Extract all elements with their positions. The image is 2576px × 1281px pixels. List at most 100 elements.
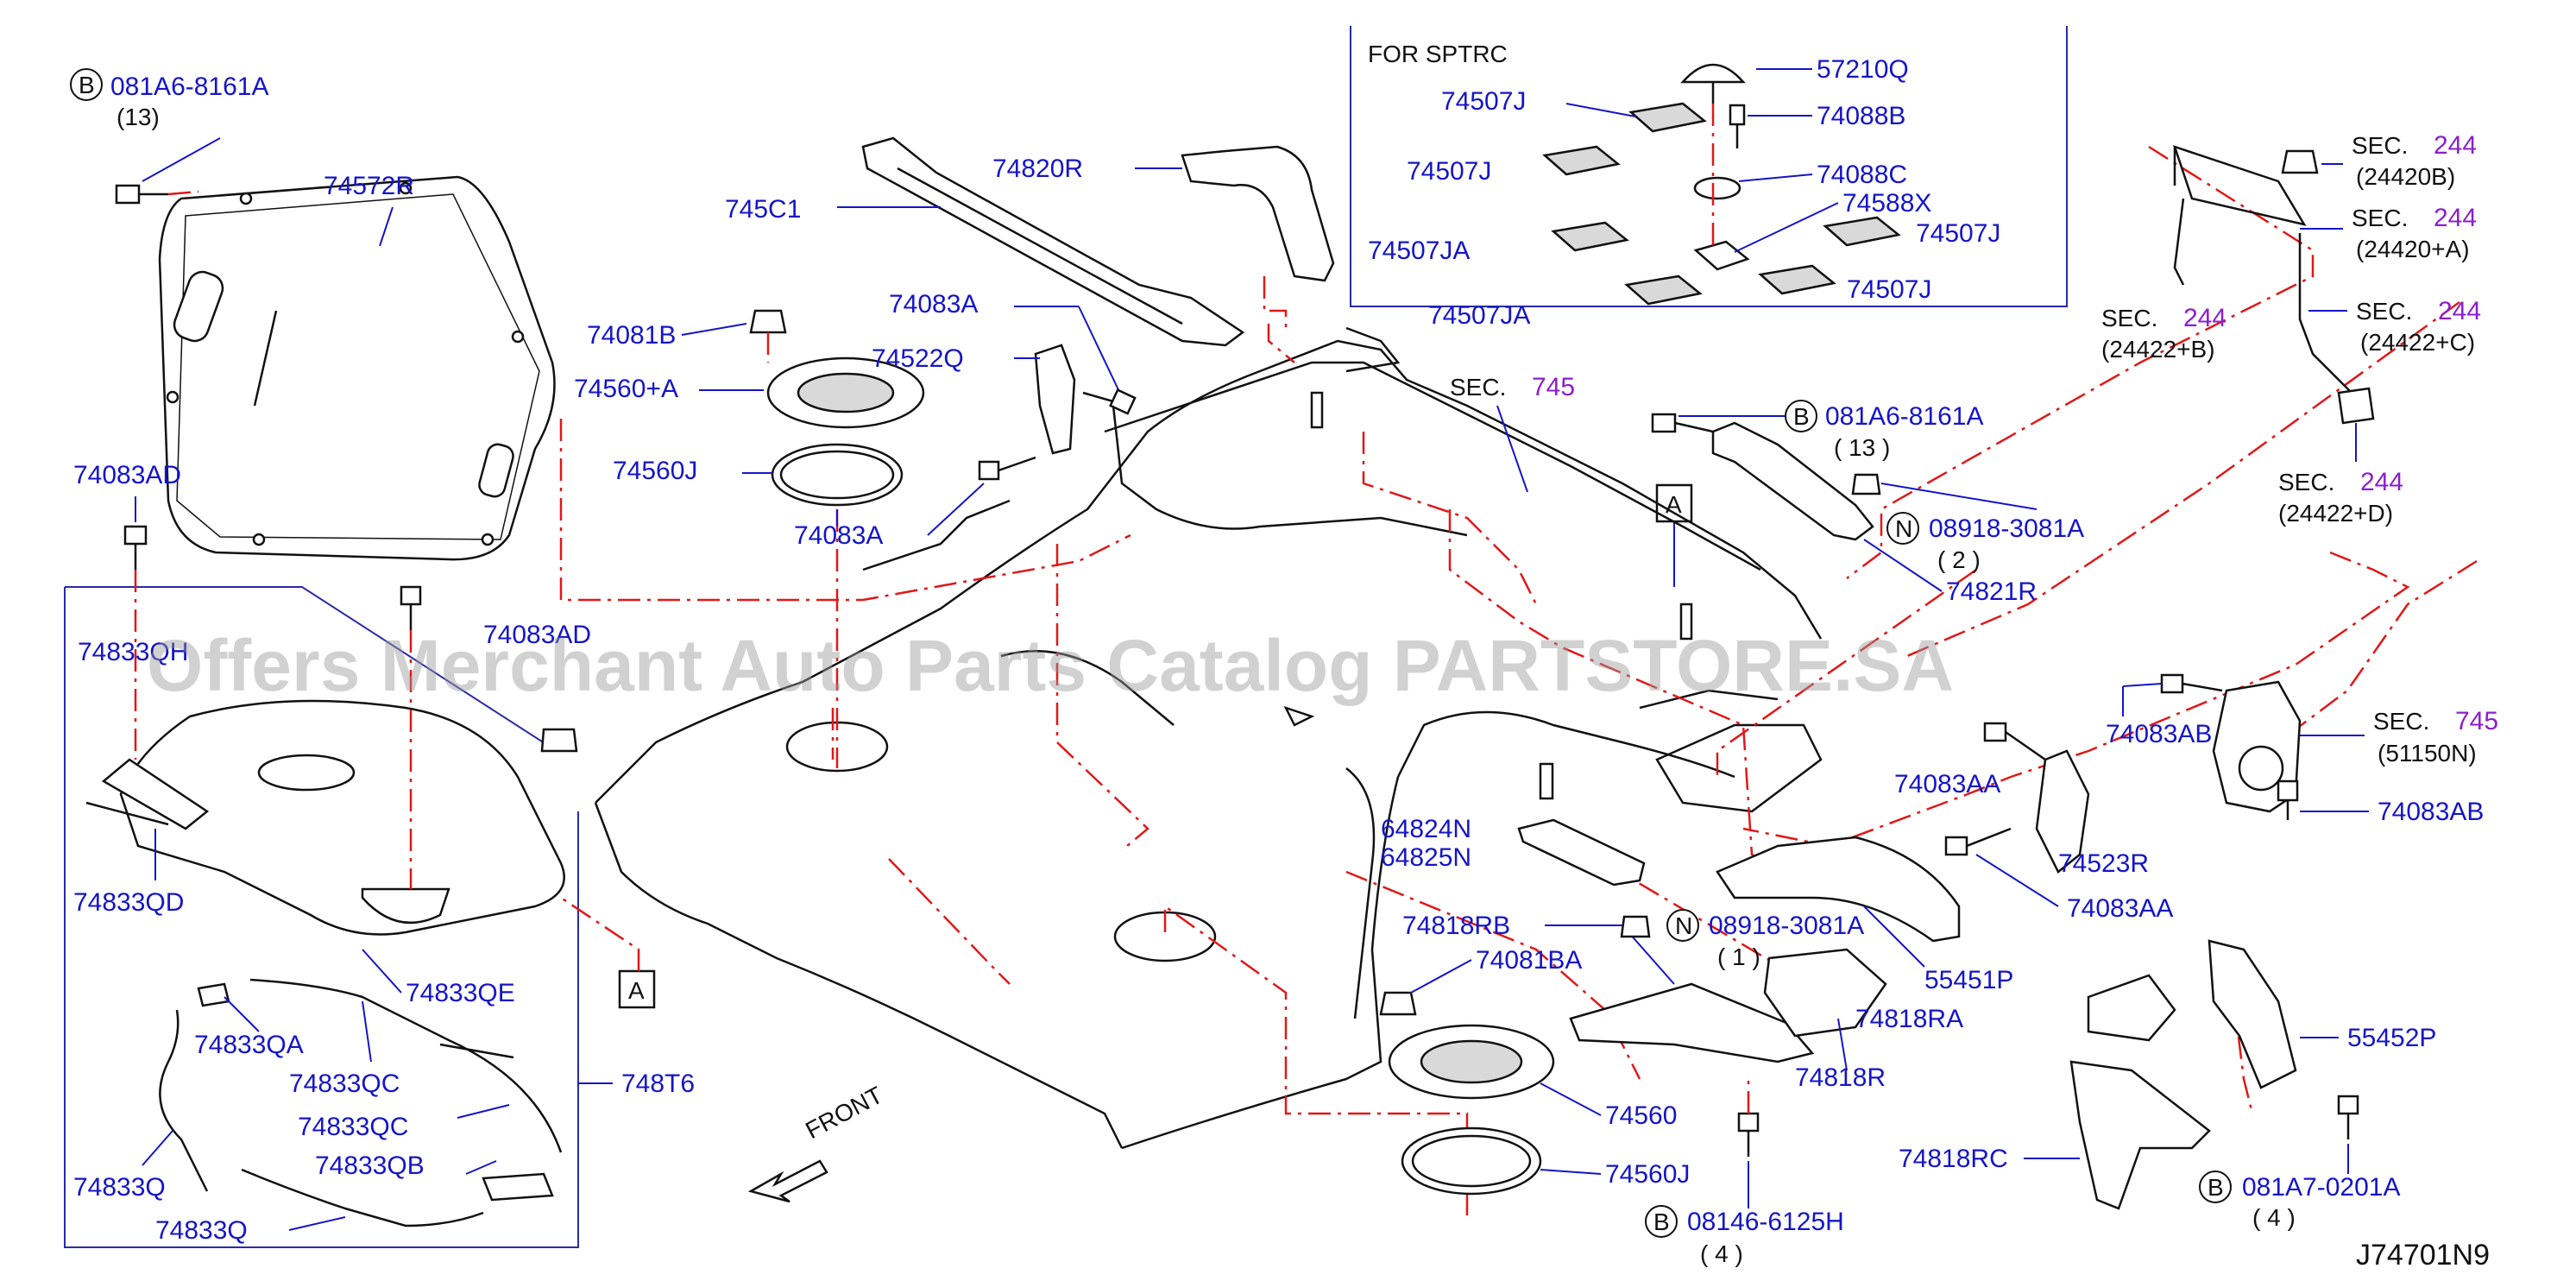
sec244-b-num: 244 xyxy=(2434,204,2477,232)
bracket-74523r xyxy=(2035,749,2090,874)
callout-a-left xyxy=(618,969,656,1009)
label-64824n: 64824N xyxy=(1381,815,1471,843)
label-74833qa: 74833QA xyxy=(194,1031,304,1059)
pad-74507j-4 xyxy=(1758,264,1836,295)
label-55452p: 55452P xyxy=(2347,1024,2436,1052)
nut-74081 xyxy=(540,728,578,753)
label-74523r: 74523R xyxy=(2058,849,2149,878)
qty-1: ( 1 ) xyxy=(1717,943,1760,970)
pad-74818r xyxy=(1763,948,1887,1038)
nut-74081b xyxy=(749,309,787,334)
bracket-74821r xyxy=(1711,421,1874,541)
qty-13-mid: ( 13 ) xyxy=(1834,434,1890,461)
bolt-74083aa-1 xyxy=(1983,722,2007,742)
label-74833q-1: 74833Q xyxy=(73,1173,166,1202)
label-74560: 74560 xyxy=(1605,1101,1677,1130)
label-74833qc-2: 74833QC xyxy=(298,1113,408,1141)
sec244-d-sub: (24422+C) xyxy=(2360,329,2475,356)
label-74083a-2: 74083A xyxy=(794,521,883,550)
bracket-74820r xyxy=(1181,145,1335,282)
label-74818ra: 74818RA xyxy=(1855,1005,1963,1033)
badge-b-mid-letter: B xyxy=(1793,403,1810,430)
label-081a6-8161a-mid: 081A6-8161A xyxy=(1825,402,1984,431)
label-74083ad-left: 74083AD xyxy=(73,461,181,489)
bar-745c1 xyxy=(861,136,1245,347)
sec244-e-num: 244 xyxy=(2360,468,2403,496)
bracket-74818rc xyxy=(2069,1060,2211,1210)
label-745c1: 745C1 xyxy=(725,195,801,224)
label-74522q: 74522Q xyxy=(872,344,964,373)
qty-2: ( 2 ) xyxy=(1937,546,1981,573)
label-74507ja-2: 74507JA xyxy=(1428,301,1530,330)
bolt-74083ab-2 xyxy=(2277,779,2299,802)
label-74560j-bottom: 74560J xyxy=(1605,1160,1690,1189)
sec244-e-prefix: SEC. xyxy=(2278,469,2334,495)
pad-74507ja-2 xyxy=(1624,274,1703,306)
sec244-b-prefix: SEC. xyxy=(2352,205,2408,231)
undercover-detail-box: 748T6 xyxy=(64,586,695,1248)
sec244-c-sub: (24422+B) xyxy=(2101,336,2215,363)
badge-b-bottom xyxy=(1645,1205,1678,1238)
undercover-74572r xyxy=(158,175,556,561)
bolt-081a6-8161a xyxy=(115,184,141,205)
pad-74507j-2 xyxy=(1542,145,1621,176)
label-748t6: 748T6 xyxy=(621,1070,695,1098)
label-74818rb: 74818RB xyxy=(1402,912,1510,940)
bracket-55452p xyxy=(2208,939,2297,1089)
plate-64824n xyxy=(1517,818,1646,887)
panel-74818rb xyxy=(1569,982,1815,1063)
sec745-right-num: 745 xyxy=(2455,707,2498,735)
nut-08918-3081a-2 xyxy=(1620,915,1651,938)
sptrc-detail-box: FOR SPTRC 57210Q 74507J 74088B 74507J 74… xyxy=(1350,26,2068,330)
label-74507j-4: 74507J xyxy=(1847,275,1931,304)
bolt-74083a-2 xyxy=(978,460,1000,481)
bolt-74083a-1 xyxy=(1109,388,1137,415)
label-74818rc: 74818RC xyxy=(1899,1145,2008,1173)
label-74507j-3: 74507J xyxy=(1916,219,2000,248)
watermark-text: Offers Merchant Auto Parts Catalog PARTS… xyxy=(147,625,1954,706)
sec244-c-num: 244 xyxy=(2183,304,2226,332)
sec244-d-num: 244 xyxy=(2438,297,2481,325)
qty-13-top: (13) xyxy=(117,104,160,130)
front-arrow: FRONT xyxy=(747,1082,887,1203)
label-74083ab-2: 74083AB xyxy=(2378,798,2484,826)
sptrc-title: FOR SPTRC xyxy=(1368,41,1508,67)
sec745-right-prefix: SEC. xyxy=(2373,708,2429,735)
label-08146-6125h: 08146-6125H xyxy=(1687,1208,1844,1236)
badge-n-2-letter: N xyxy=(1675,912,1692,939)
label-74833qb: 74833QB xyxy=(315,1152,425,1180)
label-74083aa-1: 74083AA xyxy=(1894,770,2000,798)
sec745-top-num: 745 xyxy=(1532,373,1575,401)
label-74083a-1: 74083A xyxy=(889,290,978,319)
qty-4-2: ( 4 ) xyxy=(2252,1204,2296,1231)
sec244-d-prefix: SEC. xyxy=(2356,298,2412,325)
label-74833qh: 74833QH xyxy=(78,638,188,666)
label-74081ba: 74081BA xyxy=(1476,946,1582,975)
label-74818r: 74818R xyxy=(1795,1063,1886,1092)
badge-b-mid xyxy=(1785,400,1817,432)
label-08918-3081a-2: 08918-3081A xyxy=(1709,912,1864,940)
label-74081b: 74081B xyxy=(587,321,676,350)
bolt-74083ad-mid xyxy=(400,585,422,606)
label-74821r: 74821R xyxy=(1946,577,2037,606)
cap-57210q xyxy=(1680,63,1746,84)
sec244-b-sub: (24420+A) xyxy=(2356,236,2470,262)
washer-74088c xyxy=(1693,176,1741,200)
callout-a-left-letter: A xyxy=(628,977,645,1004)
badge-b-top-letter: B xyxy=(79,72,95,98)
label-74560a: 74560+A xyxy=(574,375,678,403)
label-08918-3081a-1: 08918-3081A xyxy=(1929,514,2084,543)
nut-74081ba xyxy=(1379,991,1417,1016)
bolt-74083ab-1 xyxy=(2160,673,2184,694)
label-55451p: 55451P xyxy=(1924,966,2013,994)
label-64825n: 64825N xyxy=(1381,843,1471,872)
label-74088c: 74088C xyxy=(1817,161,1907,189)
bolt-74083ad-left xyxy=(123,525,148,546)
label-74088b: 74088B xyxy=(1817,102,1905,130)
label-081a6-8161a-top: 081A6-8161A xyxy=(110,73,269,101)
badge-n-1-letter: N xyxy=(1895,515,1912,542)
label-74833qd: 74833QD xyxy=(73,888,184,917)
badge-b-right-letter: B xyxy=(2208,1174,2224,1201)
label-74820r: 74820R xyxy=(992,155,1083,183)
